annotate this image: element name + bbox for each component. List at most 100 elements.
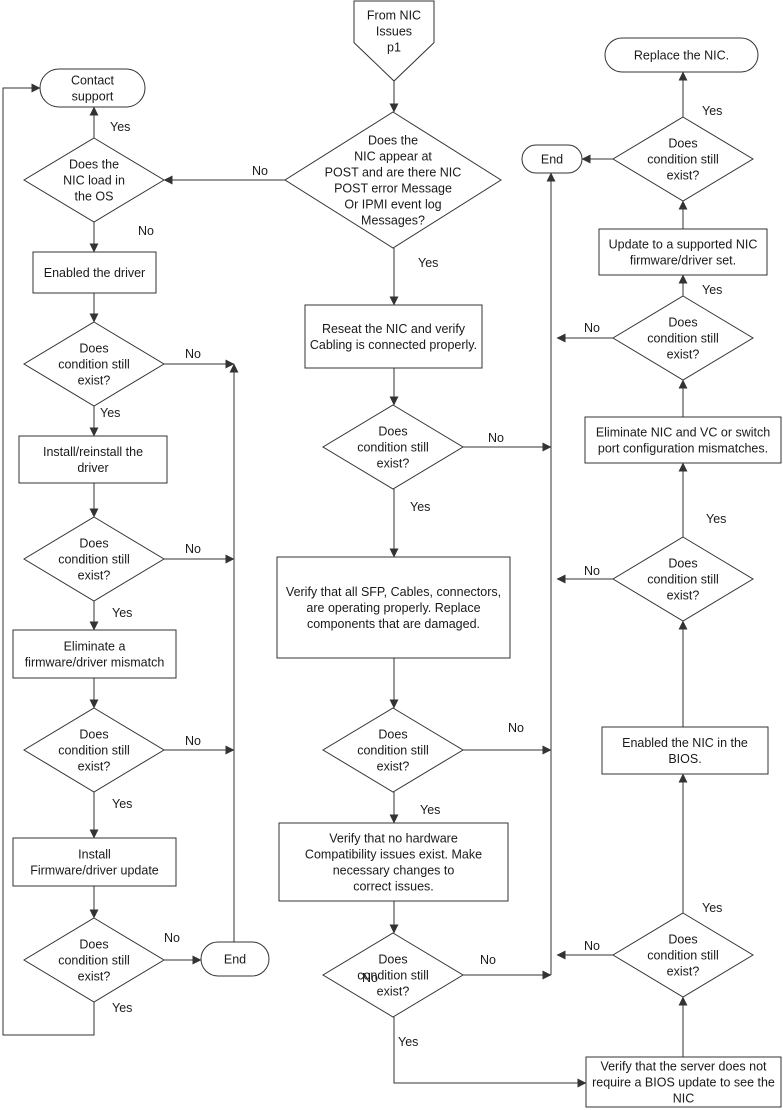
q-right-top-text-line: condition still (647, 153, 719, 167)
decision-diamond (322, 404, 464, 490)
q-right2-text-line: exist? (667, 348, 700, 362)
edge-label-load-no: No (138, 224, 154, 238)
verify-bios-text-line: require a BIOS update to see the (592, 1076, 775, 1090)
edge-label-rtop-yes: Yes (702, 104, 722, 118)
q-post-text-line: Or IPMI event log (344, 198, 441, 212)
q-left2-node: Does condition still exist? (23, 516, 165, 602)
q-post-text-line: POST and are there NIC (325, 166, 462, 180)
install-fw-text-line: Firmware/driver update (30, 864, 159, 878)
elim-mismatch-node: Eliminate a firmware/driver mismatch (12, 629, 177, 679)
off-page-connector-shape (353, 0, 435, 82)
q-left2-text-line: condition still (58, 553, 130, 567)
q-post-text-line: Does the (368, 134, 418, 148)
edge-label-mid2-no: No (508, 721, 524, 735)
q-mid3-text-line: Does (378, 953, 407, 967)
verify-hw-text-line: Compatibility issues exist. Make (305, 848, 482, 862)
q-left1-text-line: Does (79, 342, 108, 356)
q-left3-text-line: Does (79, 728, 108, 742)
q-post-text-line: Messages? (361, 214, 425, 228)
decision-diamond (23, 137, 165, 223)
edge-label-contact-yes: Yes (110, 120, 130, 134)
q-right-top-text-line: exist? (667, 169, 700, 183)
end-top-node: End (521, 144, 583, 174)
edge-label-mid3-no-inner: No (362, 971, 378, 985)
install-driver-node: Install/reinstall the driver (18, 435, 168, 484)
elim-mismatch-text-line: firmware/driver mismatch (25, 656, 165, 670)
q-mid2-text-line: exist? (377, 760, 410, 774)
decision-diamond (612, 295, 754, 381)
process-box (584, 416, 782, 464)
edge-label-r3-yes: Yes (706, 512, 726, 526)
elim-vc-text-line: port configuration mismatches. (598, 442, 768, 456)
reseat-text-line: Cabling is connected properly. (310, 338, 477, 352)
process-box (601, 726, 769, 775)
process-box (32, 251, 157, 294)
q-left4-text-line: exist? (78, 970, 111, 984)
edge-label-mid3-no: No (480, 953, 496, 967)
q-mid2-text-line: Does (378, 728, 407, 742)
start-text-line: p1 (387, 41, 401, 55)
q-load-os-text-line: Does the (69, 158, 119, 172)
q-left2-text-line: Does (79, 537, 108, 551)
decision-diamond (23, 917, 165, 1003)
edge-labels: YesNoNoYesNoYesNoYesNoYesNoYesNoYesNoYes… (100, 104, 726, 1049)
process-box (278, 822, 509, 902)
q-left1-text-line: exist? (78, 374, 111, 388)
q-load-os-text-line: NIC load in (63, 174, 125, 188)
decision-diamond (612, 536, 754, 622)
q-right4-text-line: exist? (667, 965, 700, 979)
q-right2-text-line: Does (668, 316, 697, 330)
update-fw-text-line: firmware/driver set. (630, 254, 736, 268)
edge-label-r3-no: No (584, 564, 600, 578)
elim-vc-text-line: Eliminate NIC and VC or switch (596, 426, 770, 440)
edge-label-mid1-no: No (488, 431, 504, 445)
edge-label-r4-yes: Yes (702, 901, 722, 915)
q-right4-text-line: Does (668, 933, 697, 947)
q-left1-node: Does condition still exist? (23, 321, 165, 407)
connector-qm3-to-bios (393, 1017, 587, 1088)
decision-diamond (23, 516, 165, 602)
q-left1-text-line: condition still (58, 358, 130, 372)
edge-label-left1-yes: Yes (100, 406, 120, 420)
edge-label-r2-yes: Yes (702, 283, 722, 297)
edge-label-left2-no: No (185, 542, 201, 556)
verify-sfp-text-line: are operating properly. Replace (306, 601, 480, 615)
install-fw-text-line: Install (78, 848, 111, 862)
elim-vc-node: Eliminate NIC and VC or switch port confi… (584, 416, 782, 464)
start-text-line: Issues (376, 25, 412, 39)
decision-diamond (612, 912, 754, 998)
decision-diamond (284, 111, 502, 249)
connectors (2, 71, 688, 1088)
start-text-line: From NIC (367, 9, 421, 23)
elim-mismatch-text-line: Eliminate a (64, 640, 126, 654)
end-top-text-line: End (541, 153, 563, 167)
edge-label-mid3-yes: Yes (398, 1035, 418, 1049)
terminator-shape (200, 941, 270, 977)
edge-label-left2-yes: Yes (112, 606, 132, 620)
edge-label-left4-no: No (164, 931, 180, 945)
install-driver-text-line: driver (77, 461, 108, 475)
q-mid3-text-line: condition still (357, 969, 429, 983)
q-load-os-text-line: the OS (75, 190, 114, 204)
enable-driver-text-line: Enabled the driver (44, 266, 145, 280)
q-left4-text-line: condition still (58, 954, 130, 968)
q-left2-text-line: exist? (78, 569, 111, 583)
terminator-shape (39, 68, 146, 108)
edge-label-left3-yes: Yes (112, 797, 132, 811)
install-driver-text-line: Install/reinstall the (43, 445, 143, 459)
q-mid2-text-line: condition still (357, 744, 429, 758)
q-right2-text-line: condition still (647, 332, 719, 346)
verify-bios-text-line: Verify that the server does not (600, 1060, 767, 1074)
q-right3-text-line: Does (668, 557, 697, 571)
